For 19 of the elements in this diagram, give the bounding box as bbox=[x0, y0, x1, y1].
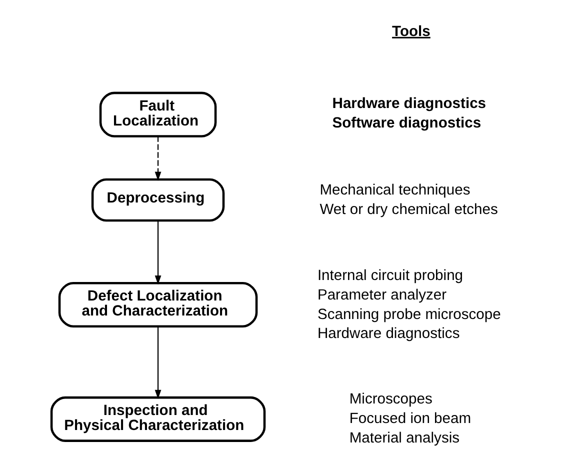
node-box: Inspection and Physical Characterization bbox=[50, 396, 266, 442]
node-box: Fault Localization bbox=[99, 92, 217, 138]
arrow bbox=[154, 136, 162, 181]
label: Microscopes bbox=[349, 392, 432, 408]
label: Material analysis bbox=[349, 430, 460, 446]
label: Wet or dry chemical etches bbox=[320, 202, 498, 218]
label: Tools bbox=[392, 24, 430, 40]
label: Hardware diagnostics bbox=[332, 96, 486, 112]
label: Scanning probe microscope bbox=[317, 306, 501, 323]
label: Parameter analyzer bbox=[317, 288, 447, 304]
label: Software diagnostics bbox=[332, 116, 482, 132]
node-box: Deprocessing bbox=[91, 178, 225, 222]
label: Hardware diagnostics bbox=[317, 326, 460, 342]
arrow bbox=[154, 220, 162, 285]
label: Internal circuit probing bbox=[317, 268, 464, 284]
node-box: Defect Localization and Characterization bbox=[58, 282, 258, 328]
label: Mechanical techniques bbox=[320, 182, 470, 199]
arrow bbox=[154, 326, 162, 399]
label: Focused ion beam bbox=[349, 411, 472, 428]
